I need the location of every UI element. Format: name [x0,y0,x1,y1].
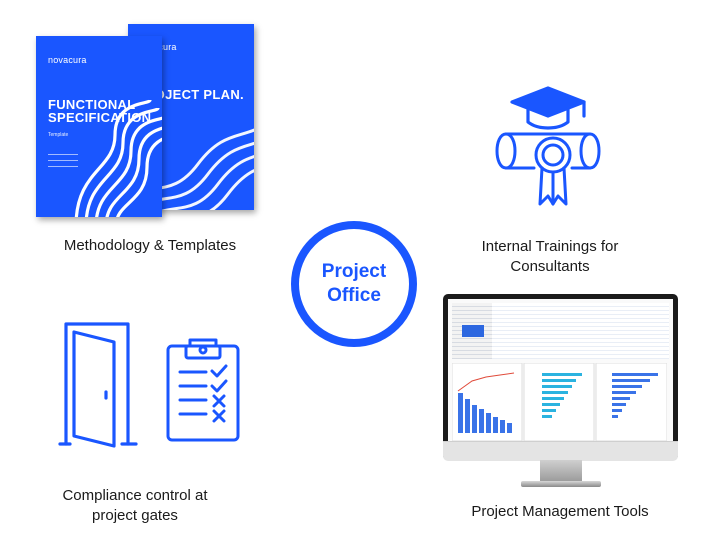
monitor-base [521,481,601,487]
compliance-caption-line1: Compliance control at [62,487,208,504]
dashboard-charts [452,363,667,441]
trainings-caption: Internal Trainings for Consultants [450,237,650,277]
project-office-circle: Project Office [291,221,417,347]
dashboard-table [452,303,669,359]
doc-title-line1: FUNCTIONAL [48,97,136,112]
functional-specification-document: novacura FUNCTIONAL SPECIFICATION. Templ… [36,36,162,217]
doc-subtitle: Template [48,132,69,138]
monitor-stand [540,460,582,482]
doc-title: PROJECT PLAN. [136,87,244,102]
monitor-chin [443,441,678,461]
diploma-scroll-icon [495,132,601,206]
center-line2: Office [327,285,381,306]
trainings-caption-line1: Internal Trainings for [481,238,619,255]
compliance-caption: Compliance control at project gates [40,486,230,526]
dashboard-screen [448,299,673,442]
door-icon [58,322,138,448]
center-line1: Project [321,261,387,282]
trainings-caption-line2: Consultants [510,258,590,275]
doc-meta-lines [48,154,78,167]
graduation-cap-icon [510,86,586,130]
methodology-caption: Methodology & Templates [63,237,237,254]
wave-pattern-icon [74,98,162,217]
clipboard-checklist-icon [166,338,240,442]
monitor-icon [443,294,678,460]
doc-title-line2: SPECIFICATION. [48,110,156,125]
tools-caption: Project Management Tools [471,503,649,520]
doc-brand: novacura [48,55,87,65]
compliance-caption-line2: project gates [92,507,178,524]
